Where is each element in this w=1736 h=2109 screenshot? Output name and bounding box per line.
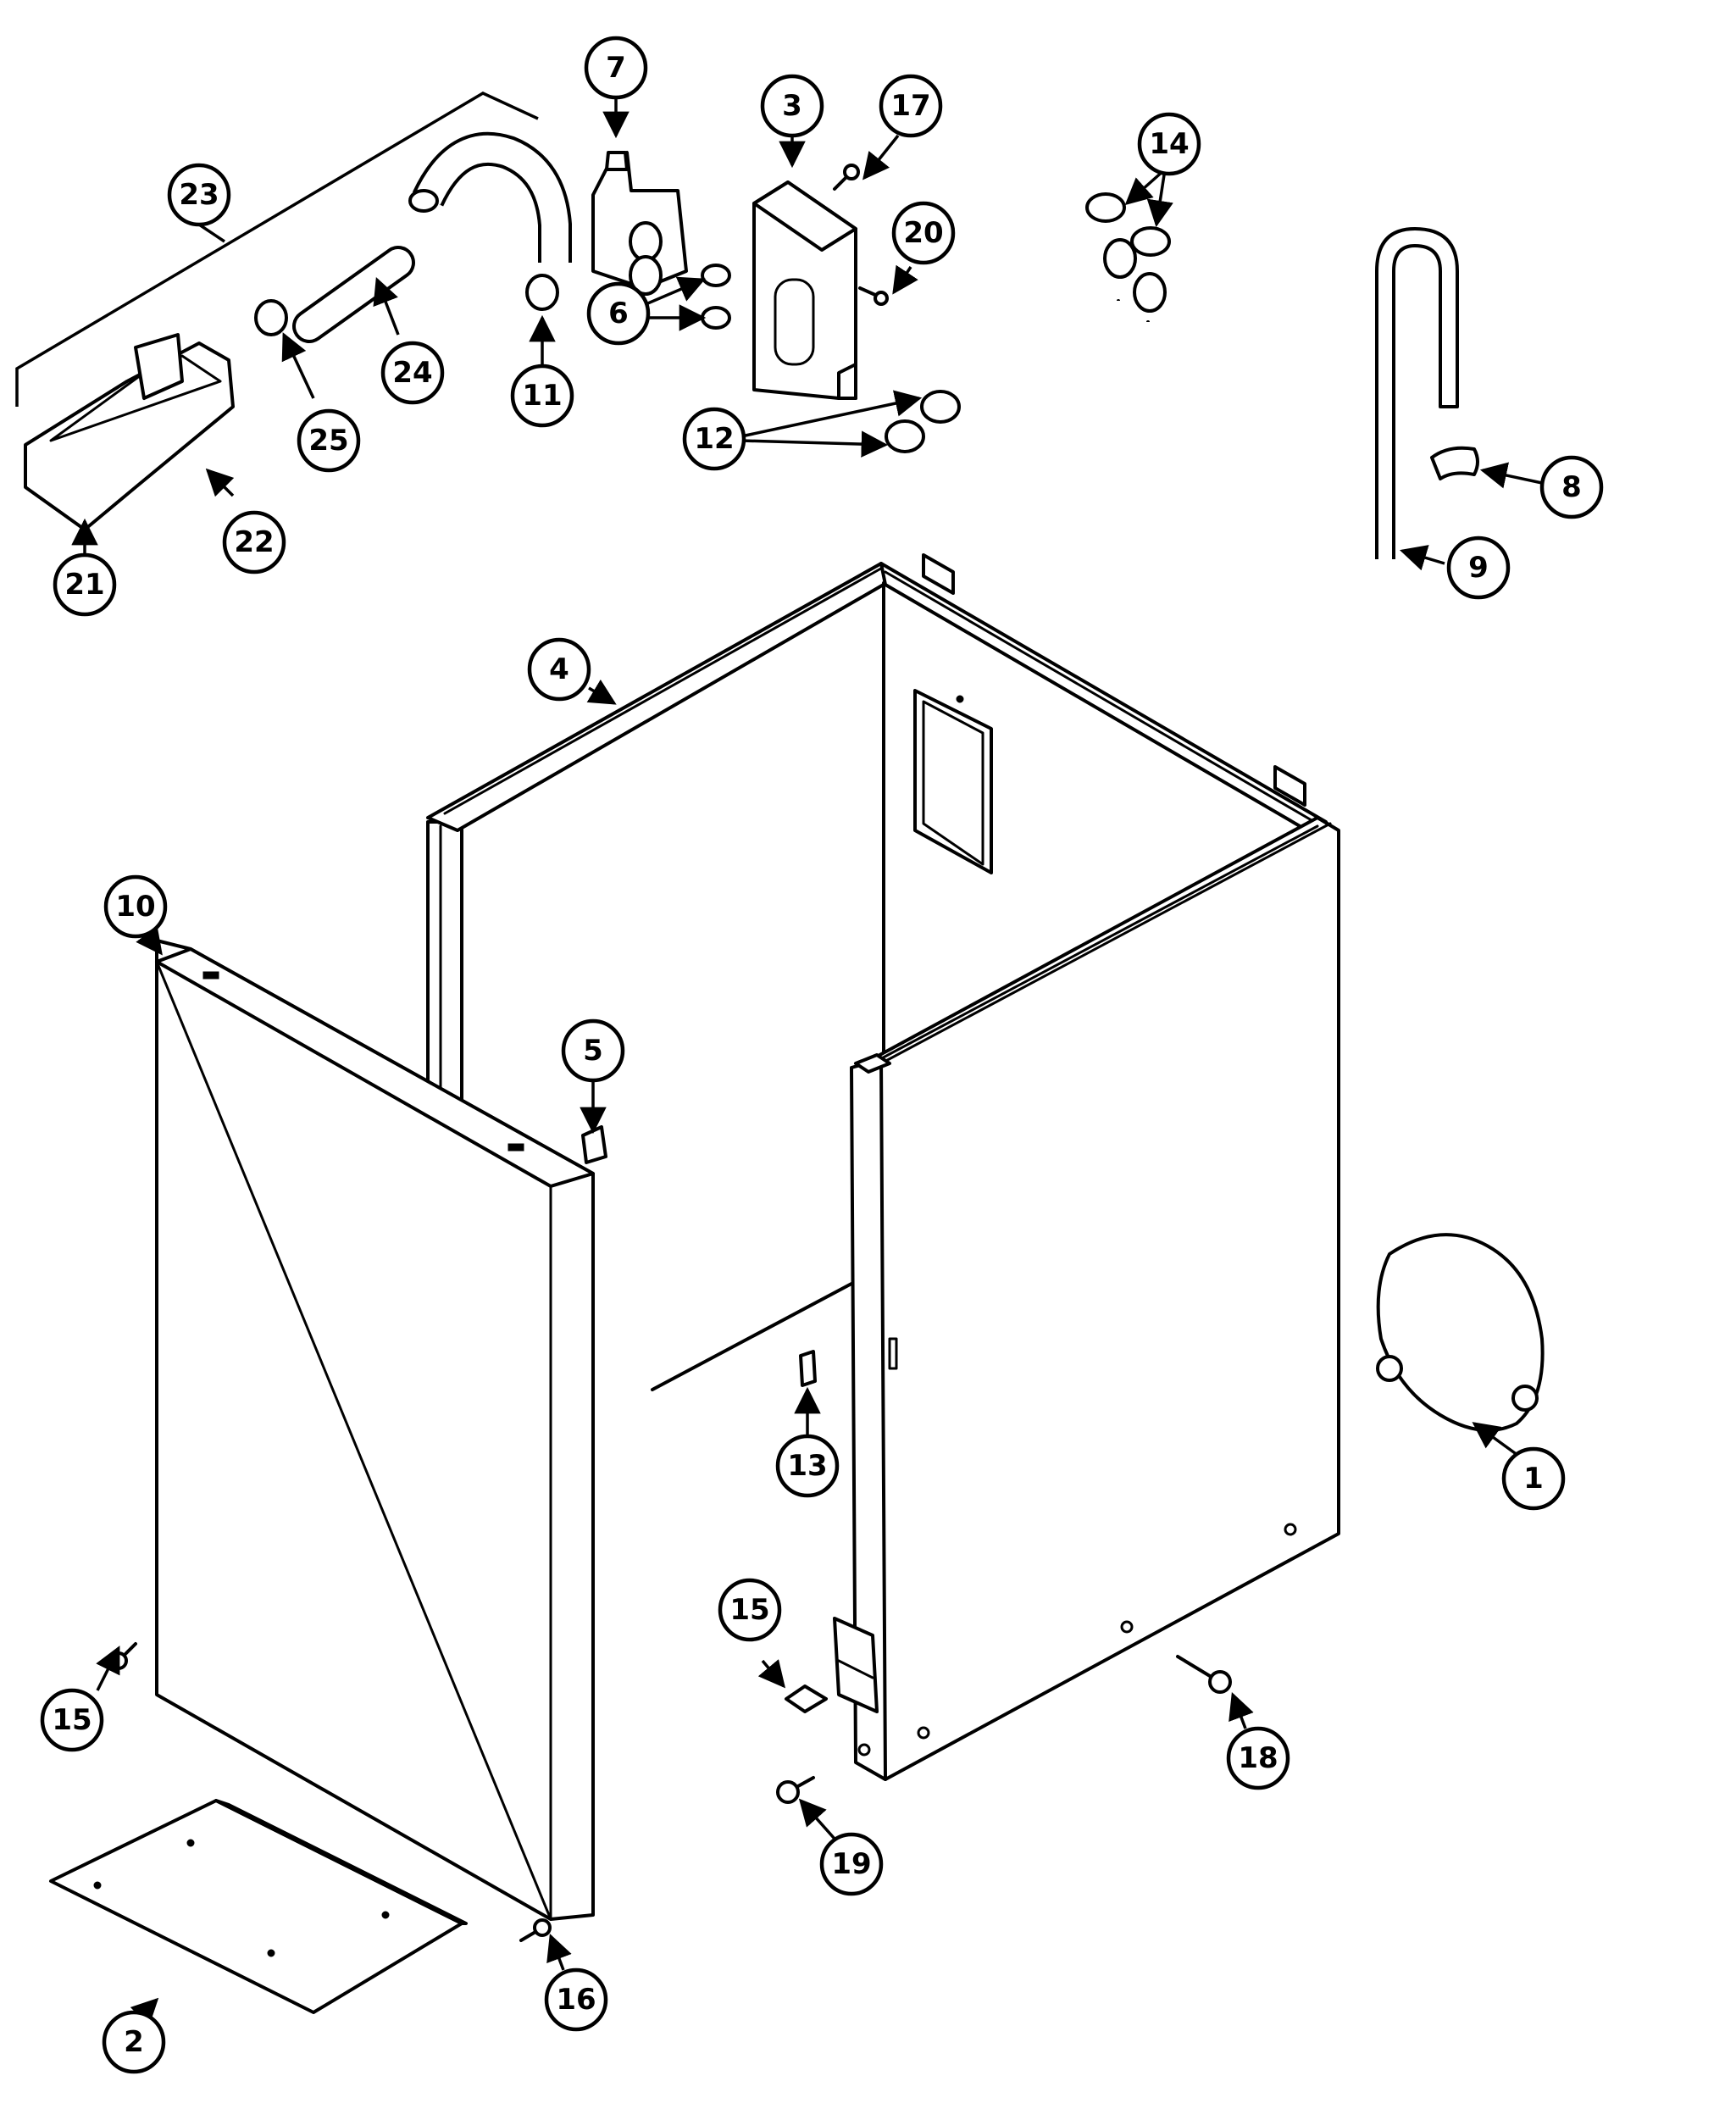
leader-lines (15, 92, 1543, 2027)
svg-text:24: 24 (392, 356, 432, 390)
svg-text:18: 18 (1238, 1741, 1278, 1775)
svg-text:11: 11 (522, 379, 562, 413)
callout-13: 13 (775, 1434, 840, 1498)
svg-text:22: 22 (234, 525, 274, 559)
valve-bracket (752, 180, 857, 400)
drain-hose (1375, 226, 1479, 559)
svg-text:3: 3 (782, 89, 802, 123)
callout-12: 12 (682, 407, 746, 471)
svg-text:23: 23 (179, 178, 219, 212)
callout-21: 21 (53, 552, 117, 617)
callout-11: 11 (510, 364, 574, 428)
svg-text:5: 5 (583, 1034, 603, 1068)
callout-25: 25 (297, 408, 361, 473)
callout-1: 1 (1501, 1446, 1566, 1511)
callout-7: 7 (584, 36, 648, 100)
callout-18: 18 (1226, 1726, 1290, 1790)
base-panel (49, 1799, 468, 2014)
water-valve (591, 151, 688, 296)
callout-15-left: 15 (40, 1688, 104, 1752)
svg-text:1: 1 (1523, 1462, 1544, 1496)
svg-text:20: 20 (903, 216, 943, 250)
callout-3: 3 (760, 74, 824, 138)
svg-text:15: 15 (729, 1593, 769, 1627)
callout-16: 16 (544, 1967, 608, 2032)
svg-text:7: 7 (606, 51, 626, 85)
callout-20: 20 (891, 201, 956, 265)
svg-text:16: 16 (556, 1983, 596, 2017)
callout-17: 17 (879, 74, 943, 138)
access-cover (1376, 1233, 1545, 1432)
callout-9: 9 (1446, 536, 1511, 600)
front-panel (155, 939, 595, 1921)
callout-15-right: 15 (718, 1578, 782, 1642)
callout-23: 23 (167, 163, 231, 227)
svg-text:2: 2 (124, 2025, 144, 2059)
callout-8: 8 (1539, 455, 1604, 519)
inlet-hoses (885, 238, 1167, 561)
svg-text:4: 4 (549, 652, 569, 686)
callout-14: 14 (1137, 112, 1201, 176)
svg-text:13: 13 (787, 1449, 827, 1483)
svg-text:8: 8 (1561, 470, 1582, 504)
svg-text:6: 6 (608, 297, 629, 330)
callout-10: 10 (103, 874, 168, 939)
callout-2: 2 (102, 2010, 166, 2074)
callout-19: 19 (819, 1832, 884, 1896)
svg-text:15: 15 (52, 1703, 92, 1737)
callout-4: 4 (527, 637, 591, 702)
small-parts (109, 164, 1232, 1942)
callout-22: 22 (222, 510, 286, 574)
callout-6: 6 (586, 281, 651, 346)
svg-text:25: 25 (308, 424, 348, 458)
cabinet (426, 553, 1340, 1781)
svg-text:19: 19 (831, 1847, 871, 1881)
svg-text:21: 21 (64, 568, 104, 602)
svg-text:10: 10 (115, 890, 155, 924)
callout-24: 24 (380, 341, 445, 405)
svg-text:12: 12 (694, 422, 734, 456)
callout-5: 5 (561, 1018, 625, 1083)
svg-text:17: 17 (890, 89, 930, 123)
svg-text:14: 14 (1149, 127, 1189, 161)
hose-assembly (24, 131, 572, 531)
svg-text:9: 9 (1468, 551, 1489, 585)
